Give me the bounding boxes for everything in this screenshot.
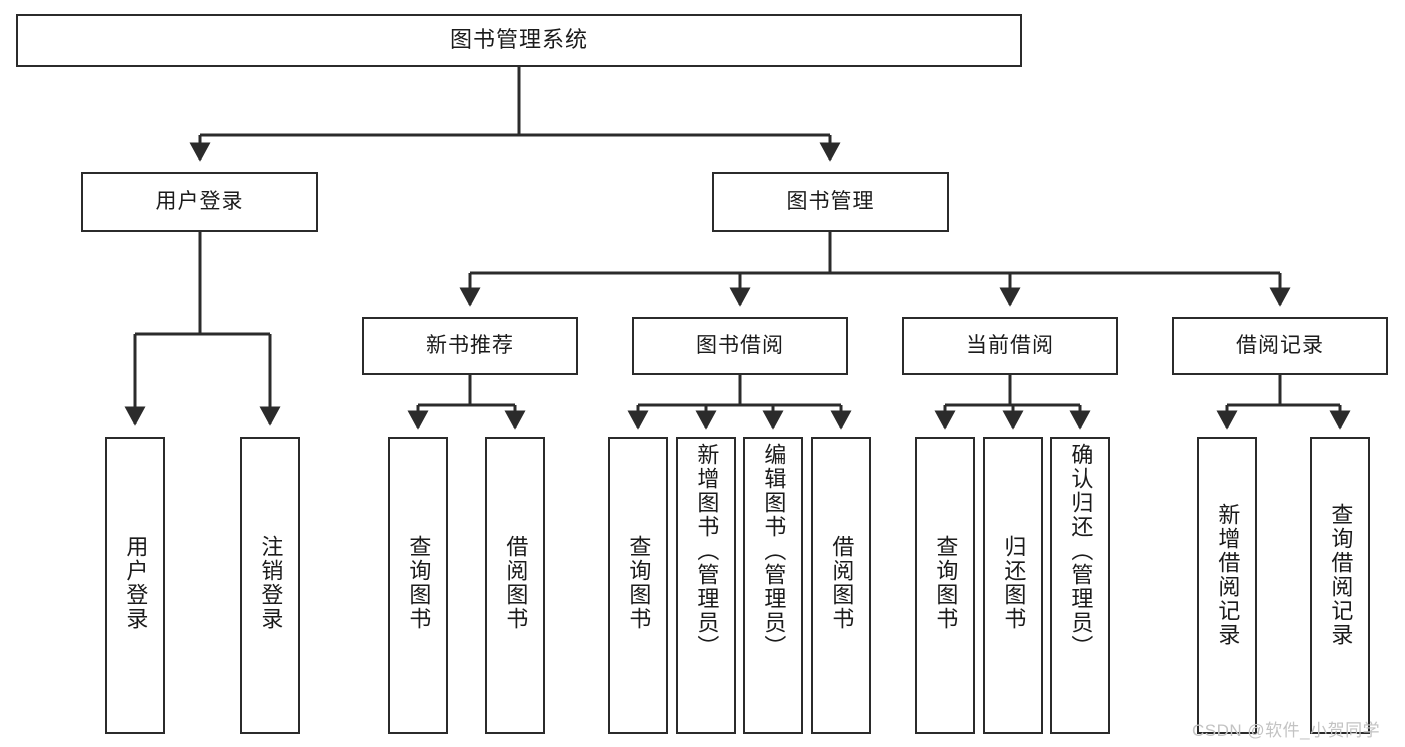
leaf-borrow-edit-book-admin[interactable]: 编辑图书（管理员）: [743, 437, 803, 734]
leaf-borrow-borrow-book[interactable]: 借阅图书: [811, 437, 871, 734]
node-user-login[interactable]: 用户登录: [81, 172, 318, 232]
node-label: 借阅图书: [503, 535, 529, 631]
leaf-current-confirm-return-admin[interactable]: 确认归还（管理员）: [1050, 437, 1110, 734]
node-label: 新增图书（管理员）: [694, 443, 720, 659]
node-label: 借阅记录: [1236, 334, 1324, 358]
leaf-recommend-borrow-book[interactable]: 借阅图书: [485, 437, 545, 734]
node-label: 新书推荐: [426, 334, 514, 358]
node-label: 查询图书: [406, 535, 432, 631]
node-label: 查询借阅记录: [1328, 503, 1354, 647]
leaf-borrow-add-book-admin[interactable]: 新增图书（管理员）: [676, 437, 736, 734]
node-label: 借阅图书: [829, 535, 855, 631]
leaf-user-login-signout[interactable]: 注销登录: [240, 437, 300, 734]
node-label: 图书管理: [786, 190, 875, 214]
node-label: 用户登录: [123, 535, 149, 631]
node-label: 查询图书: [626, 535, 652, 631]
leaf-record-query-record[interactable]: 查询借阅记录: [1310, 437, 1370, 734]
node-book-borrow[interactable]: 图书借阅: [632, 317, 848, 375]
node-label: 注销登录: [258, 535, 284, 631]
node-label: 图书借阅: [696, 334, 784, 358]
csdn-watermark: CSDN @软件_小贺同学: [1192, 721, 1381, 740]
node-book-management[interactable]: 图书管理: [712, 172, 949, 232]
leaf-recommend-query-book[interactable]: 查询图书: [388, 437, 448, 734]
node-label: 图书管理系统: [449, 27, 588, 53]
node-label: 查询图书: [933, 535, 959, 631]
node-label: 归还图书: [1001, 535, 1027, 631]
node-borrow-record[interactable]: 借阅记录: [1172, 317, 1388, 375]
node-label: 确认归还（管理员）: [1068, 443, 1094, 659]
node-label: 当前借阅: [966, 334, 1054, 358]
node-label: 新增借阅记录: [1215, 503, 1241, 647]
node-root-system[interactable]: 图书管理系统: [16, 14, 1022, 67]
leaf-current-return-book[interactable]: 归还图书: [983, 437, 1043, 734]
leaf-user-login-signin[interactable]: 用户登录: [105, 437, 165, 734]
node-current-borrow[interactable]: 当前借阅: [902, 317, 1118, 375]
leaf-current-query-book[interactable]: 查询图书: [915, 437, 975, 734]
leaf-record-add-record[interactable]: 新增借阅记录: [1197, 437, 1257, 734]
leaf-borrow-query-book[interactable]: 查询图书: [608, 437, 668, 734]
node-label: 用户登录: [155, 190, 244, 214]
node-new-book-recommend[interactable]: 新书推荐: [362, 317, 578, 375]
node-label: 编辑图书（管理员）: [761, 443, 787, 659]
